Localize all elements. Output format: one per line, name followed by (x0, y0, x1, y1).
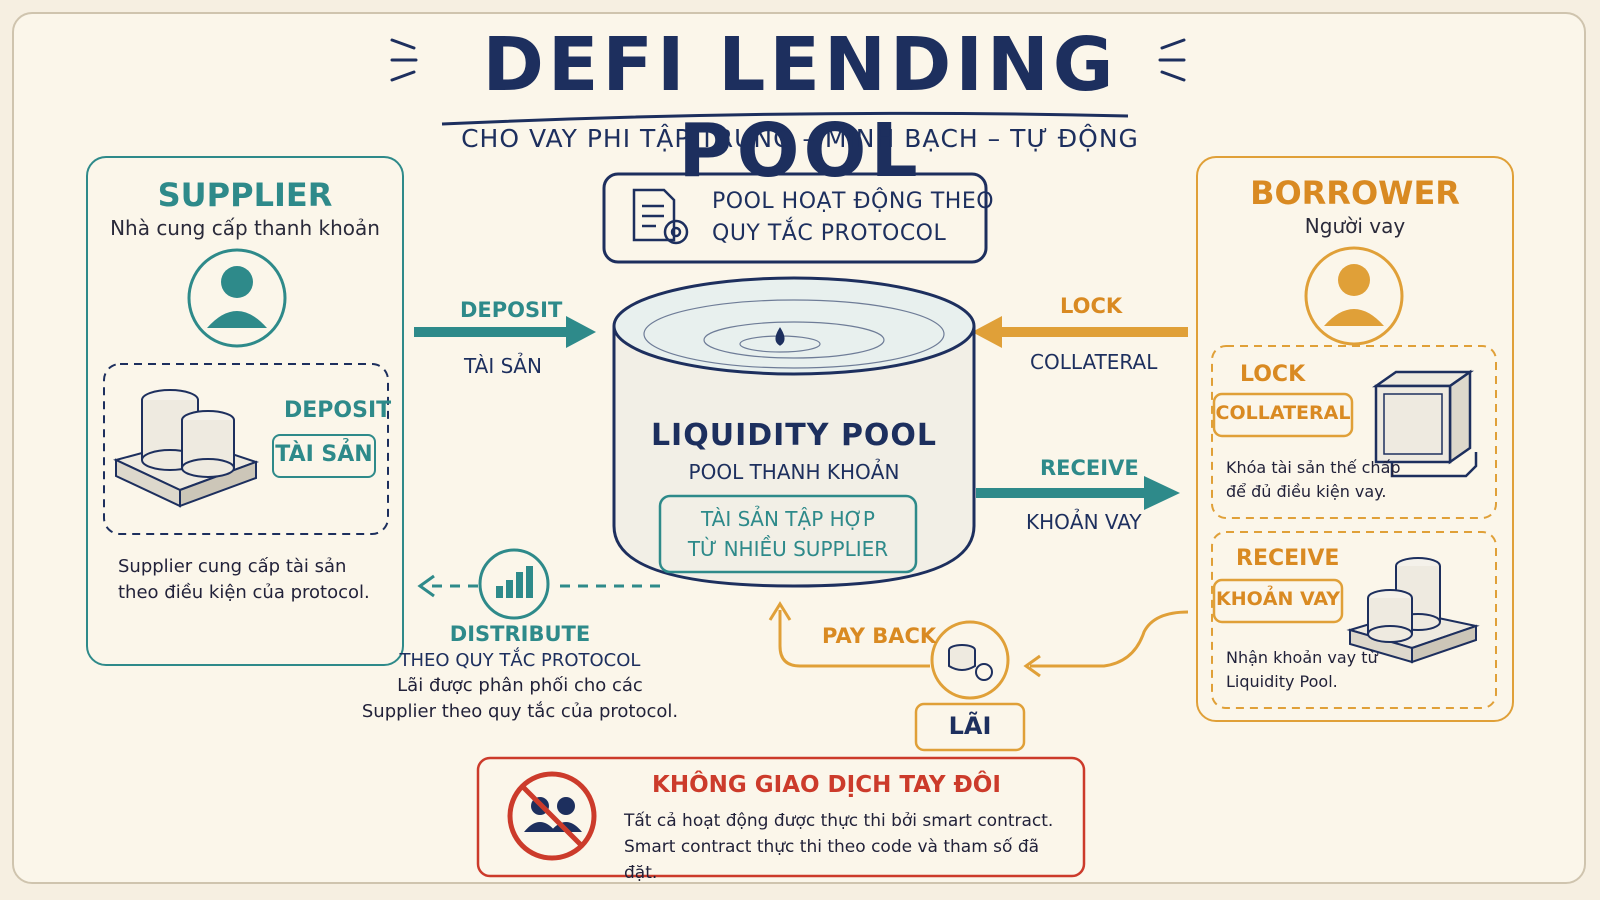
distribute-subtitle: THEO QUY TẮC PROTOCOL (399, 650, 641, 671)
supplier-description: Supplier cung cấp tài sản theo điều kiện… (118, 554, 388, 606)
page-subtitle: CHO VAY PHI TẬP TRUNG – MINH BẠCH – TỰ Đ… (461, 124, 1139, 153)
borrower-user-icon (1304, 246, 1404, 346)
rules-box-text: POOL HOẠT ĐỘNG THEO QUY TẮC PROTOCOL (712, 186, 994, 250)
distribute-arrow (417, 574, 660, 598)
receive-arrow-top-label: RECEIVE (1040, 456, 1139, 480)
supplier-desc-line-2: theo điều kiện của protocol. (118, 582, 370, 603)
vault-cube-icon (1372, 369, 1478, 478)
liquidity-pool-cylinder (612, 276, 976, 588)
loan-tag-border (1212, 578, 1344, 624)
receive-arrow-bottom-label: KHOẢN VAY (1026, 510, 1142, 534)
warning-title: KHÔNG GIAO DỊCH TAY ĐÔI (652, 772, 1001, 798)
borrower-receive-desc-line-2: Liquidity Pool. (1226, 672, 1338, 691)
borrower-panel: BORROWER Người vay (1196, 156, 1514, 722)
borrower-title: BORROWER (1250, 174, 1460, 212)
warning-box-border (476, 756, 1086, 878)
distribute-block: DISTRIBUTE THEO QUY TẮC PROTOCOL Lãi đượ… (360, 622, 680, 725)
pool-subtitle: POOL THANH KHOẢN (688, 460, 900, 484)
warning-line-1: Tất cả hoạt động được thực thi bởi smart… (624, 811, 1054, 831)
payback-arrow (768, 601, 1189, 678)
supplier-asset-tag: TÀI SẢN (272, 434, 376, 478)
rules-box-border (602, 172, 988, 264)
borrower-coins-icon (1346, 557, 1480, 664)
borrower-lock-desc-line-1: Khóa tài sản thế chấp (1226, 458, 1401, 477)
interest-box-border (914, 702, 1026, 752)
supplier-inner-label: DEPOSIT (284, 398, 392, 423)
supplier-coins-icon (113, 389, 260, 508)
borrower-lock-dashed (1211, 345, 1497, 519)
lock-arrow-top-label: LOCK (1060, 294, 1123, 318)
supplier-subtitle: Nhà cung cấp thanh khoản (110, 216, 380, 240)
distribute-line-2: Supplier theo quy tắc của protocol. (361, 701, 679, 722)
deposit-arrow-bottom-label: TÀI SẢN (464, 354, 542, 378)
borrower-lock-desc: Khóa tài sản thế chấp để đủ điều kiện va… (1226, 456, 1406, 504)
interest-label: LÃI (948, 712, 992, 740)
deposit-arrow (414, 316, 596, 348)
document-gear-icon (632, 188, 689, 245)
payback-label: PAY BACK (822, 624, 937, 648)
page-title: DEFI LENDING POOL (482, 22, 1118, 194)
lock-arrow-bottom-label: COLLATERAL (1030, 350, 1158, 374)
warning-line-2: Smart contract thực thi theo code và tha… (624, 837, 1040, 883)
distribute-line-1: Lãi được phân phối cho các (397, 675, 643, 696)
pool-tag-line-2: TỪ NHIỀU SUPPLIER (687, 537, 889, 561)
supplier-title: SUPPLIER (157, 176, 333, 214)
borrower-collateral-tag: COLLATERAL (1215, 402, 1351, 424)
borrower-loan-tag: KHOẢN VAY (1215, 588, 1341, 610)
pool-title: LIQUIDITY POOL (650, 418, 938, 453)
distribute-title: DISTRIBUTE (449, 622, 591, 646)
receive-arrow (976, 476, 1180, 510)
rules-line-2: QUY TẮC PROTOCOL (712, 221, 947, 246)
borrower-lock-label: LOCK (1240, 362, 1306, 387)
borrower-receive-label: RECEIVE (1236, 546, 1340, 571)
collateral-tag-border (1212, 392, 1354, 438)
pool-tag-line-1: TÀI SẢN TẬP HỢP (701, 507, 875, 531)
coins-gear-icon (930, 620, 1010, 700)
borrower-lock-desc-line-2: để đủ điều kiện vay. (1226, 482, 1387, 501)
borrower-receive-dashed (1211, 531, 1497, 709)
borrower-receive-desc-line-1: Nhận khoản vay từ (1226, 648, 1378, 667)
supplier-desc-line-1: Supplier cung cấp tài sản (118, 556, 347, 577)
supplier-panel: SUPPLIER Nhà cung cấp thanh khoản DEPOSI… (86, 156, 404, 666)
no-p2p-icon (507, 771, 597, 861)
chart-bars-icon (478, 548, 550, 620)
pool-tag: TÀI SẢN TẬP HỢP TỪ NHIỀU SUPPLIER (660, 504, 916, 564)
title-underline (441, 111, 1129, 126)
borrower-subtitle: Người vay (1304, 214, 1406, 238)
warning-text: Tất cả hoạt động được thực thi bởi smart… (624, 808, 1074, 886)
lock-arrow (972, 316, 1188, 348)
deposit-arrow-top-label: DEPOSIT (460, 298, 563, 322)
rules-line-1: POOL HOẠT ĐỘNG THEO (712, 189, 995, 214)
pool-tag-border (658, 494, 918, 574)
title-sparkles-icon (390, 38, 1186, 82)
borrower-receive-desc: Nhận khoản vay từ Liquidity Pool. (1226, 646, 1426, 694)
supplier-user-icon (187, 248, 287, 348)
supplier-inner-dashed (103, 363, 389, 535)
